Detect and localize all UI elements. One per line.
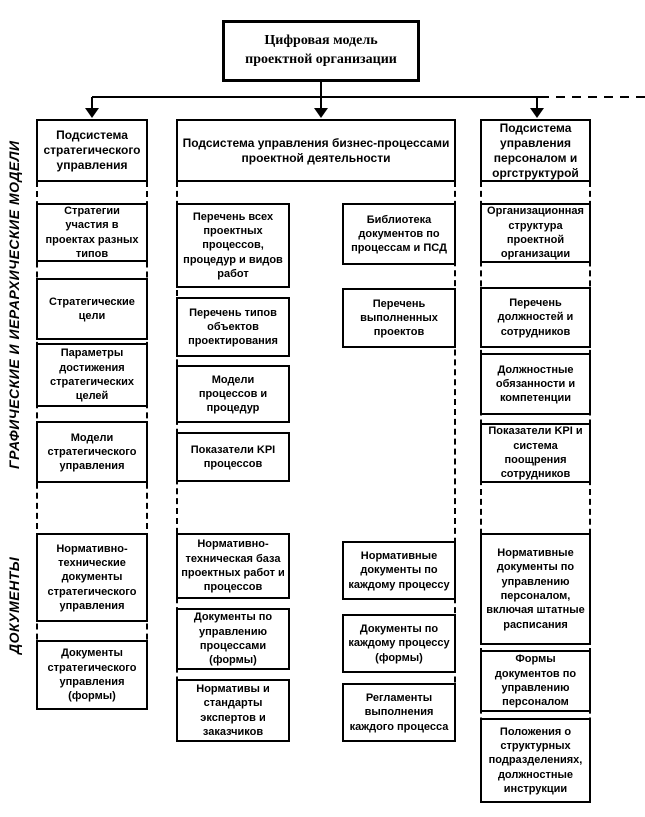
- diagram-box: Должностные обязанности и компетенции: [480, 353, 591, 415]
- diagram-box: Регламенты выполнения каждого процесса: [342, 683, 456, 742]
- diagram-box: Модели процессов и процедур: [176, 365, 290, 423]
- diagram-box: Перечень должностей и сотрудников: [480, 287, 591, 348]
- diagram-box: Нормативные документы по управлению перс…: [480, 533, 591, 645]
- side-label-documents: ДОКУМЕНТЫ: [6, 556, 22, 654]
- diagram-box: Формы документов по управлению персонало…: [480, 650, 591, 712]
- diagram-box: Перечень типов объектов проектирования: [176, 297, 290, 357]
- column-header-personnel: Подсистема управления персоналом и оргст…: [480, 119, 591, 182]
- diagram-box: Нормативы и стандарты экспертов и заказч…: [176, 679, 290, 742]
- diagram-box: Нормативно-технические документы стратег…: [36, 533, 148, 622]
- diagram-box: Перечень всех проектных процессов, проце…: [176, 203, 290, 288]
- arrow-down-icon: [530, 108, 544, 118]
- diagram-box: Организационная структура проектной орга…: [480, 203, 591, 263]
- diagram-box: Стратегии участия в проектах разных типо…: [36, 203, 148, 262]
- side-label-models: ГРАФИЧЕСКИЕ И ИЕРАРХИЧЕСКИЕ МОДЕЛИ: [6, 140, 22, 470]
- diagram-box: Перечень выполненных проектов: [342, 288, 456, 348]
- diagram-box: Нормативные документы по каждому процесс…: [342, 541, 456, 600]
- dashed-frame-personnel: [480, 181, 591, 803]
- arrow-down-icon: [314, 108, 328, 118]
- diagram-box: Документы стратегического управления (фо…: [36, 640, 148, 710]
- column-header-strategic: Подсистема стратегического управления: [36, 119, 148, 182]
- diagram-box: Параметры достижения стратегических целе…: [36, 343, 148, 407]
- diagram-box: Показатели KPI и система поощрения сотру…: [480, 423, 591, 483]
- diagram-box: Модели стратегического управления: [36, 421, 148, 483]
- root-box-label: Цифровая модель проектной организации: [245, 33, 397, 67]
- diagram-box: Документы по управлению процессами (форм…: [176, 608, 290, 670]
- diagram-box: Стратегические цели: [36, 278, 148, 340]
- arrow-down-icon: [85, 108, 99, 118]
- diagram-box: Документы по каждому процессу (формы): [342, 614, 456, 673]
- column-header-business-processes: Подсистема управления бизнес-процессами …: [176, 119, 456, 182]
- diagram-box: Нормативно-техническая база проектных ра…: [176, 533, 290, 599]
- diagram-box: Положения о структурных подразделениях, …: [480, 718, 591, 803]
- diagram-box: Показатели KPI процессов: [176, 432, 290, 482]
- root-box: Цифровая модель проектной организации: [222, 20, 420, 82]
- diagram-box: Библиотека документов по процессам и ПСД: [342, 203, 456, 265]
